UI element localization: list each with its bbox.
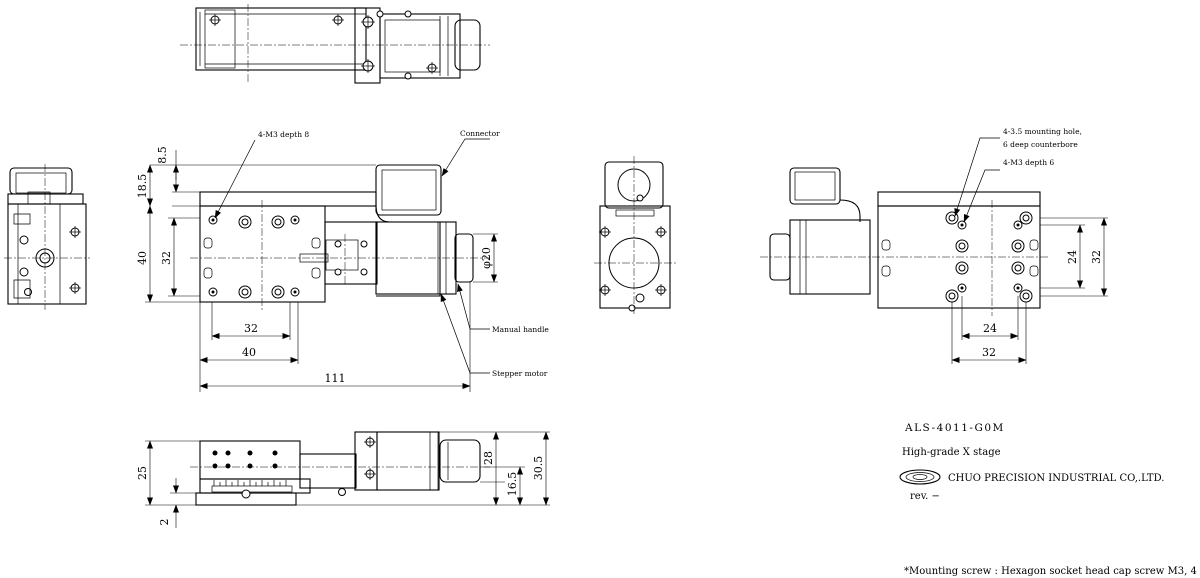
- label-manual-handle: Manual handle: [492, 325, 549, 334]
- dim-2: 2: [158, 519, 171, 526]
- dim-24-right-vertical: 24: [1066, 250, 1079, 264]
- label-tapped-holes-bottom: 4-M3 depth 6: [1003, 158, 1054, 167]
- side-elevation-view: [145, 431, 550, 528]
- dim-40-vertical: 40: [136, 251, 149, 265]
- dim-8-5: 8.5: [156, 146, 169, 164]
- motor-end-view: [594, 156, 676, 314]
- product-description: High-grade X stage: [902, 447, 1001, 458]
- top-view: [180, 4, 490, 84]
- label-tapped-holes-front: 4-M3 depth 8: [258, 130, 309, 139]
- dim-25: 25: [136, 466, 149, 480]
- left-side-view: [4, 164, 90, 310]
- scale-ticks: [213, 480, 287, 486]
- dim-18-5: 18.5: [136, 174, 149, 199]
- dim-phi-20: φ20: [480, 247, 493, 269]
- dim-40-horizontal: 40: [242, 346, 256, 359]
- label-connector: Connector: [460, 129, 500, 138]
- dim-32-right-vertical: 32: [1090, 250, 1103, 264]
- dim-111: 111: [325, 372, 346, 385]
- company-logo: [899, 469, 941, 485]
- label-stepper-motor: Stepper motor: [492, 369, 548, 378]
- model-number: ALS-4011-G0M: [904, 422, 1005, 434]
- front-hole-grid: [203, 215, 368, 299]
- dim-30-5: 30.5: [532, 456, 545, 481]
- label-mounting-hole-2: 6 deep counterbore: [1003, 140, 1078, 149]
- revision: rev. −: [910, 491, 940, 502]
- dim-32-horizontal: 32: [244, 322, 258, 335]
- label-mounting-hole-1: 4-3.5 mounting hole,: [1003, 127, 1082, 136]
- front-view: [145, 138, 498, 392]
- bottom-view: [760, 137, 1108, 364]
- dim-16-5: 16.5: [506, 472, 519, 497]
- footnote-mounting-screw: *Mounting screw : Hexagon socket head ca…: [904, 566, 1200, 577]
- dim-32-right-horizontal: 32: [982, 346, 996, 359]
- dim-24-right-horizontal: 24: [983, 322, 997, 335]
- bottom-hole-grid: [881, 211, 1039, 303]
- dim-28: 28: [482, 451, 495, 465]
- company-name: CHUO PRECISION INDUSTRIAL CO,.LTD.: [948, 473, 1164, 484]
- dim-32-vertical: 32: [160, 251, 173, 265]
